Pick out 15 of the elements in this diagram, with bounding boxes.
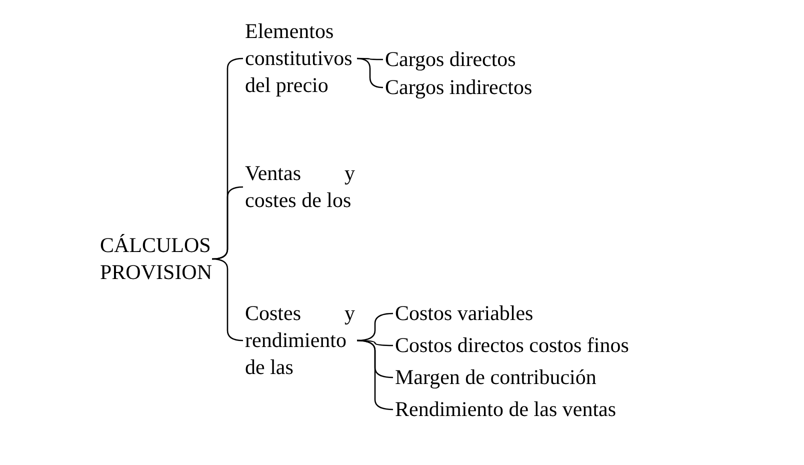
root-concept: CÁLCULOS PROVISION <box>100 232 210 286</box>
item-text: Costos directos costos finos <box>395 332 629 359</box>
brace-connector <box>212 258 244 342</box>
topic-text: Ventas y costes de los <box>245 160 355 214</box>
brace-connector <box>212 186 244 260</box>
item-text: Margen de contribución <box>395 364 596 391</box>
topic-text: Elementos constitutivos del precio <box>245 18 355 99</box>
brace-connector <box>356 340 394 410</box>
brace-connector <box>356 312 394 342</box>
brace-connector <box>356 58 384 88</box>
topic-text: Costes y rendimiento de las <box>245 300 355 381</box>
item-text: Cargos directos <box>385 46 516 73</box>
item-text: Rendimiento de las ventas <box>395 396 616 423</box>
item-text: Costos variables <box>395 300 534 327</box>
item-text: Cargos indirectos <box>385 74 532 101</box>
